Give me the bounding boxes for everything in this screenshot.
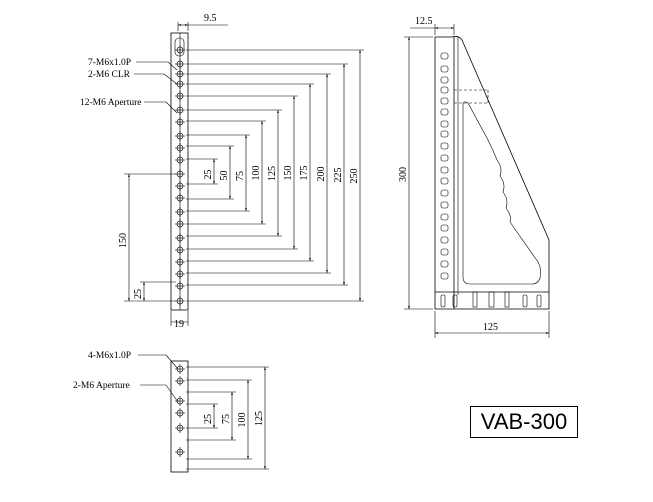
front-view: 9.5 19 7-M6x1.0P 2-M6 CLR 12-M6 Aperture… — [80, 13, 364, 330]
hole-icon — [440, 52, 449, 60]
hole-icon — [440, 120, 449, 128]
hole-icon — [440, 130, 449, 138]
top-slot — [174, 37, 185, 57]
hole-icon — [440, 189, 449, 197]
hole-icon — [440, 108, 449, 116]
front-spacing-label: 125 — [267, 166, 278, 181]
side-view: 12.5 300 125 — [398, 16, 550, 338]
hole-icon — [440, 97, 449, 105]
callout-12-m6-aperture: 12-M6 Aperture — [80, 98, 141, 108]
front-holes — [175, 45, 185, 306]
base-spacing-label: 25 — [203, 414, 214, 424]
hole-icon — [440, 201, 449, 209]
hole-icon — [440, 76, 449, 84]
front-spacing-label: 25 — [203, 170, 214, 180]
front-spacing-label: 100 — [251, 166, 262, 181]
front-spacing-label: 225 — [333, 168, 344, 183]
front-spacing-label: 200 — [316, 167, 327, 182]
hole-icon — [440, 177, 449, 185]
hole-icon — [440, 86, 449, 94]
side-height-label: 300 — [398, 167, 409, 182]
side-cutout — [462, 101, 541, 285]
side-base-width-label: 125 — [483, 322, 498, 333]
hole-icon — [440, 272, 449, 280]
base-holes — [175, 364, 185, 457]
base-spacing-label: 100 — [237, 413, 248, 428]
hole-icon — [440, 260, 449, 268]
hole-icon — [440, 142, 449, 150]
base-view: 4-M6x1.0P 2-M6 Aperture 25 75 100 125 — [73, 351, 269, 473]
hole-icon — [440, 224, 449, 232]
base-plate — [170, 360, 189, 473]
hole-icon — [440, 213, 449, 221]
model-label: VAB-300 — [470, 406, 578, 438]
hole-icon — [440, 248, 449, 256]
base-spacing-label: 125 — [254, 411, 265, 426]
front-top-width-label: 9.5 — [204, 13, 217, 24]
hole-icon — [440, 166, 449, 174]
callout-7-m6: 7-M6x1.0P — [88, 58, 131, 68]
front-spacing-label: 50 — [219, 171, 230, 181]
base-slots — [440, 291, 542, 308]
hole-icon — [440, 154, 449, 162]
front-spacing-label: 250 — [349, 169, 360, 184]
front-left-150-label: 150 — [118, 233, 129, 248]
front-bottom-width-label: 19 — [174, 319, 184, 330]
front-plate — [170, 32, 189, 311]
hole-icon — [440, 236, 449, 244]
callout-4-m6: 4-M6x1.0P — [88, 351, 131, 361]
front-spacing-dimensions: 25 50 75 100 125 150 175 200 225 250 — [186, 49, 364, 302]
side-top-width-label: 12.5 — [415, 16, 433, 27]
front-left-25-label: 25 — [133, 289, 144, 299]
front-spacing-label: 75 — [235, 171, 246, 181]
base-spacing-dimensions: 25 75 100 125 — [186, 366, 269, 470]
hole-icon — [440, 65, 449, 73]
front-spacing-label: 175 — [299, 166, 310, 181]
side-holes — [440, 52, 449, 280]
callout-2-m6-aperture: 2-M6 Aperture — [73, 381, 130, 391]
base-spacing-label: 75 — [221, 414, 232, 424]
front-spacing-label: 150 — [283, 166, 294, 181]
side-profile — [434, 36, 550, 310]
callout-2-m6-clr: 2-M6 CLR — [88, 70, 131, 80]
